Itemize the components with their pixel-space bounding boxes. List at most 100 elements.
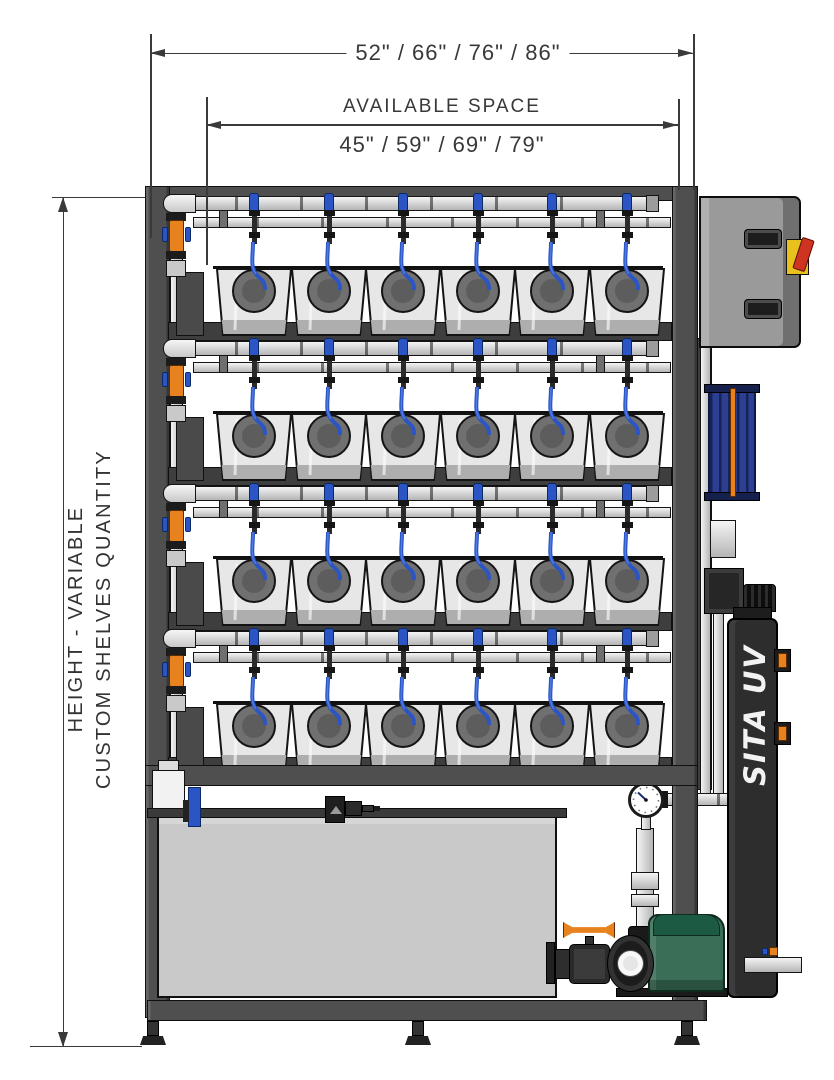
drip-tube <box>621 675 647 727</box>
drip-tube <box>621 240 647 292</box>
side-panel <box>176 562 204 626</box>
leveling-foot-stem <box>412 1021 424 1036</box>
drip-tube <box>323 240 349 292</box>
available-space-label: AVAILABLE SPACE <box>343 96 541 117</box>
drip-fitting <box>622 232 633 238</box>
drip-fitting <box>249 522 260 528</box>
dosing-canister <box>152 770 185 809</box>
drip-fitting <box>398 355 409 361</box>
drip-fitting <box>622 667 633 673</box>
drip-stem <box>401 500 406 534</box>
drip-fitting <box>473 232 484 238</box>
pump-ball-valve-body <box>569 944 610 984</box>
supply-ball-valve <box>169 510 184 542</box>
drip-fitting <box>473 645 484 651</box>
drip-fitting <box>324 210 335 216</box>
drip-stem <box>327 500 332 534</box>
drip-fitting <box>473 500 484 506</box>
fish-tank <box>439 558 517 626</box>
drip-tube <box>472 675 498 727</box>
drip-fitting <box>622 377 633 383</box>
drip-tube <box>621 385 647 437</box>
drip-tube <box>323 385 349 437</box>
drip-fitting <box>324 522 335 528</box>
drip-fitting <box>398 232 409 238</box>
drip-fitting <box>398 500 409 506</box>
extension-line <box>678 99 680 190</box>
drip-stem <box>625 355 630 389</box>
drip-stem <box>401 210 406 244</box>
drip-fitting <box>547 232 558 238</box>
valve-manifold-block <box>704 568 744 614</box>
drip-fitting <box>547 522 558 528</box>
drip-stem <box>476 500 481 534</box>
drip-fitting <box>398 667 409 673</box>
drip-fitting <box>547 667 558 673</box>
side-panel <box>176 417 204 481</box>
manifold-elbow <box>163 629 196 648</box>
valve-cap <box>166 396 186 404</box>
drip-fitting <box>324 500 335 506</box>
drip-stem <box>550 210 555 244</box>
pipe-coupling <box>166 695 186 712</box>
dimension-arrow <box>150 48 165 57</box>
drip-fitting <box>547 210 558 216</box>
pipe-hanger <box>219 354 228 373</box>
pump-dome <box>653 914 720 936</box>
side-panel <box>176 707 204 771</box>
drip-fitting <box>398 522 409 528</box>
drip-tube <box>472 240 498 292</box>
drip-stem <box>476 645 481 679</box>
valve-union <box>185 517 191 532</box>
tank-rim-rail <box>213 411 663 414</box>
fish-tank <box>364 268 442 336</box>
valve-cap <box>166 503 186 511</box>
height-dimension-labels: HEIGHT - VARIABLE CUSTOM SHELVES QUANTIT… <box>62 189 120 1049</box>
filter-union <box>710 520 736 558</box>
drip-tube <box>397 385 423 437</box>
pump-hub <box>617 950 644 977</box>
drip-tube <box>546 385 572 437</box>
pump-volute <box>607 935 654 992</box>
drip-fitting <box>473 522 484 528</box>
drip-fitting <box>547 500 558 506</box>
drip-fitting <box>622 645 633 651</box>
drip-stem <box>252 500 257 534</box>
pipe-hanger <box>219 499 228 518</box>
drip-fitting <box>473 377 484 383</box>
drip-fitting <box>249 377 260 383</box>
drip-fitting <box>622 355 633 361</box>
valve-cap <box>166 358 186 366</box>
valve-union <box>185 372 191 387</box>
supply-manifold-pipe <box>172 631 658 646</box>
pipe-coupling <box>166 260 186 277</box>
tank-rim-rail <box>213 266 663 269</box>
drip-tube <box>397 675 423 727</box>
leveling-foot-pad <box>140 1036 166 1045</box>
drip-fitting <box>622 210 633 216</box>
drip-fitting <box>324 232 335 238</box>
fish-tank <box>513 413 591 481</box>
valve-cap <box>166 648 186 656</box>
dimension-arrow <box>58 197 68 212</box>
drip-fitting <box>249 210 260 216</box>
float-valve-mark <box>330 806 342 814</box>
extension-line <box>150 34 152 238</box>
drip-fitting <box>547 355 558 361</box>
valve-flange <box>546 942 555 984</box>
drain-rail-pipe <box>193 507 671 518</box>
drip-fitting <box>398 210 409 216</box>
control-box-latch <box>744 299 782 319</box>
drip-tube <box>397 240 423 292</box>
valve-cap <box>166 686 186 694</box>
valve-union <box>185 227 191 242</box>
valve-union <box>185 662 191 677</box>
drip-tube <box>546 240 572 292</box>
available-space-dimension-line <box>206 124 678 126</box>
frame-mid-rail <box>145 765 698 786</box>
fish-tank <box>215 703 293 771</box>
uv-label: SITA UV <box>738 644 772 786</box>
drip-stem <box>476 210 481 244</box>
